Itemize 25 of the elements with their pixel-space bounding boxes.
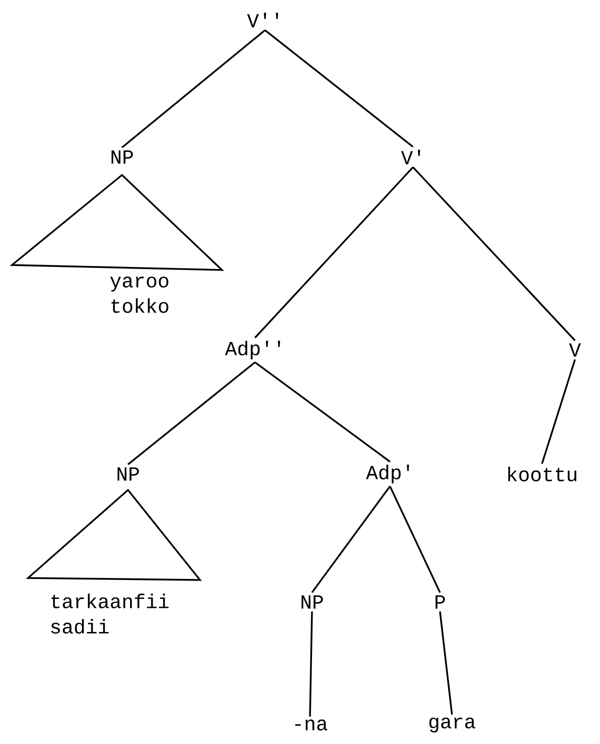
branch-line — [309, 612, 313, 717]
category-label: Adp'' — [225, 340, 280, 360]
node-label: tarkaanfii sadii — [51, 594, 169, 634]
node-label: yaroo tokko — [110, 276, 168, 313]
branch-line — [439, 611, 453, 715]
branch-line — [311, 486, 391, 593]
category-label: NP — [112, 150, 133, 164]
category-label: P — [436, 595, 445, 609]
category-label: V — [569, 343, 581, 357]
branch-line — [254, 166, 414, 338]
branch-line — [121, 30, 266, 148]
branch-line — [541, 359, 576, 464]
category-label: Adp' — [366, 464, 410, 484]
category-label: NP — [302, 595, 323, 609]
branch-line — [389, 486, 441, 593]
category-label: NP — [118, 467, 139, 481]
category-label: V' — [401, 150, 420, 164]
word-label: -na — [295, 720, 328, 730]
word-label: koottu — [508, 466, 576, 482]
branch-line — [412, 166, 576, 342]
word-label: gara — [429, 718, 476, 732]
branch-line — [254, 362, 390, 462]
branch-line — [127, 362, 256, 466]
branch-line — [264, 30, 414, 148]
category-label: V'' — [247, 12, 278, 28]
